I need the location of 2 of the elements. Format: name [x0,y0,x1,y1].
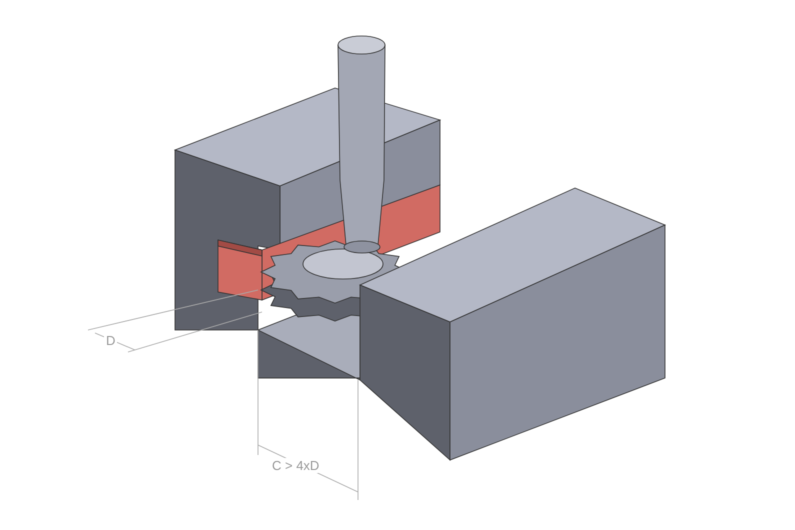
dimension-label: D [104,333,118,348]
dimension-label: C > 4xD [270,458,322,473]
